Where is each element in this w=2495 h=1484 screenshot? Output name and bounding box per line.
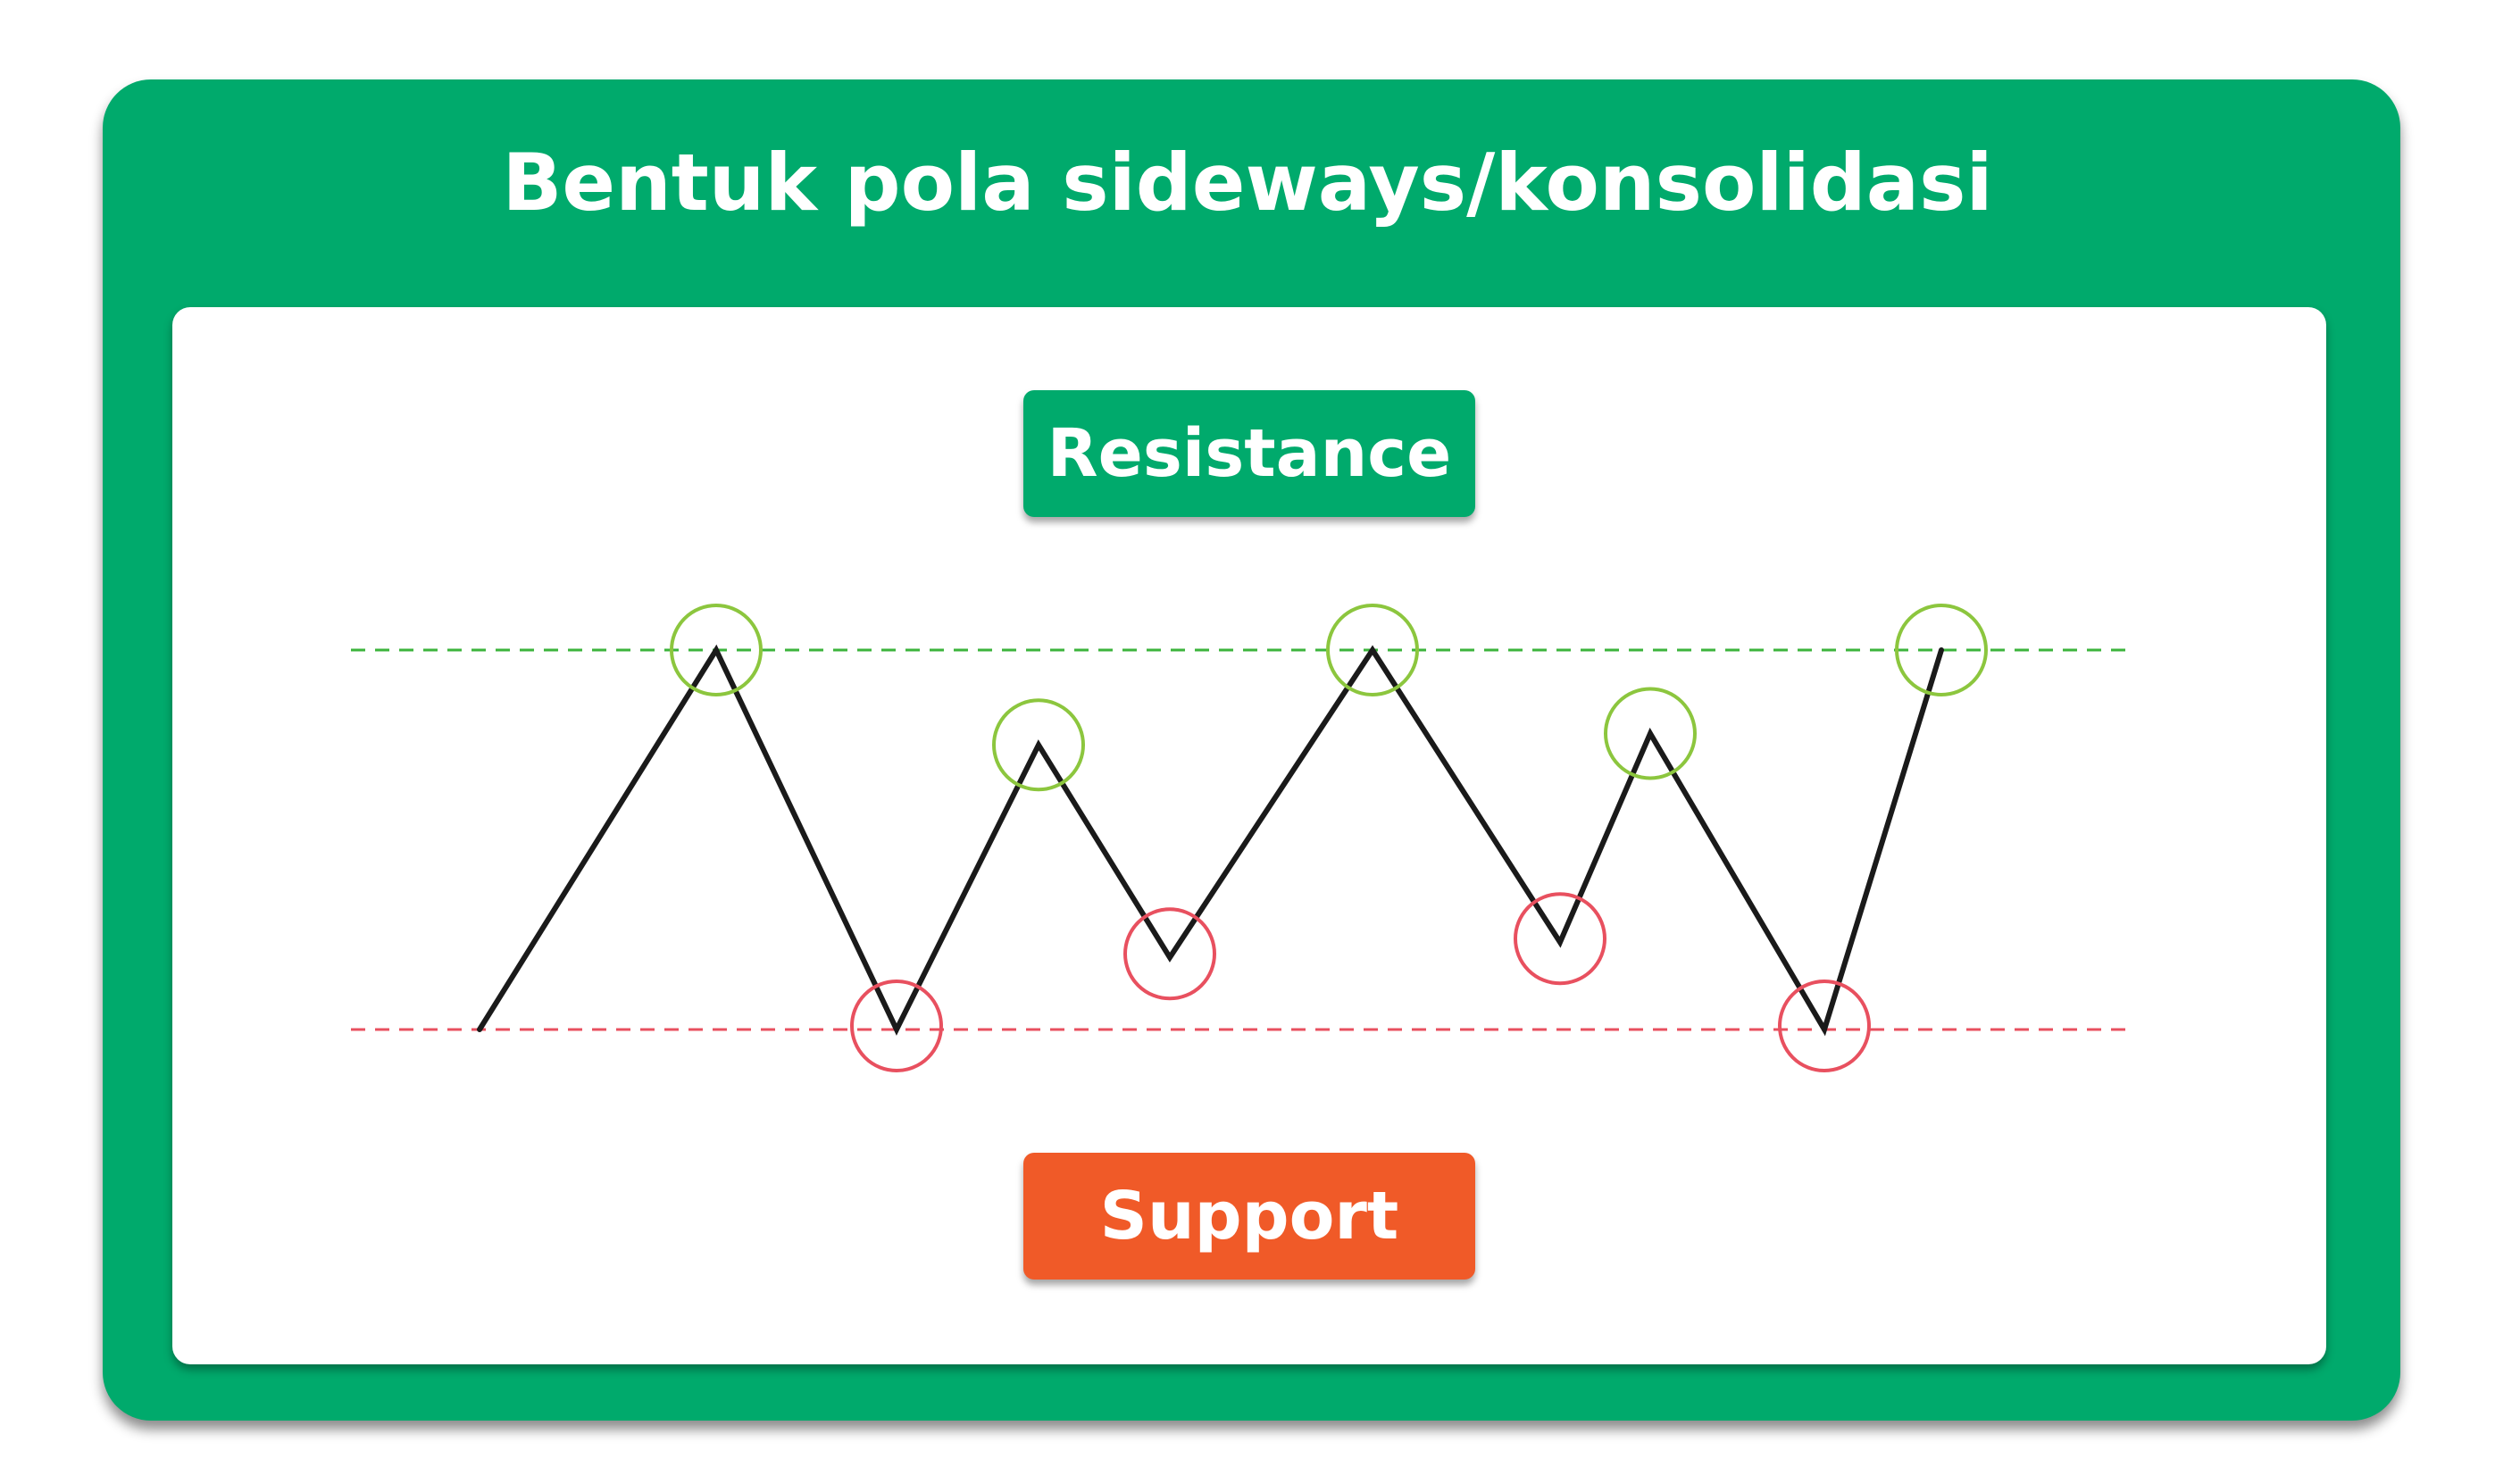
peak-marker-circle <box>1604 687 1697 780</box>
peak-marker-circle <box>670 604 763 696</box>
support-label: Support <box>1023 1153 1475 1280</box>
peak-marker-circle <box>1326 604 1419 696</box>
trough-marker-circle <box>1514 892 1606 986</box>
peak-marker-circle <box>1895 604 1988 696</box>
page-title: Bentuk pola sideways/konsolidasi <box>502 137 1993 229</box>
resistance-label: Resistance <box>1023 390 1475 517</box>
level-lines <box>351 648 2132 1031</box>
price-path <box>477 644 1944 1037</box>
price-line <box>477 644 1944 1037</box>
turning-point-markers <box>670 604 1988 1072</box>
trough-marker-circle <box>1778 980 1871 1072</box>
peak-marker-circle <box>992 698 1085 792</box>
trough-marker-circle <box>850 980 943 1072</box>
trough-marker-circle <box>1123 907 1216 1001</box>
